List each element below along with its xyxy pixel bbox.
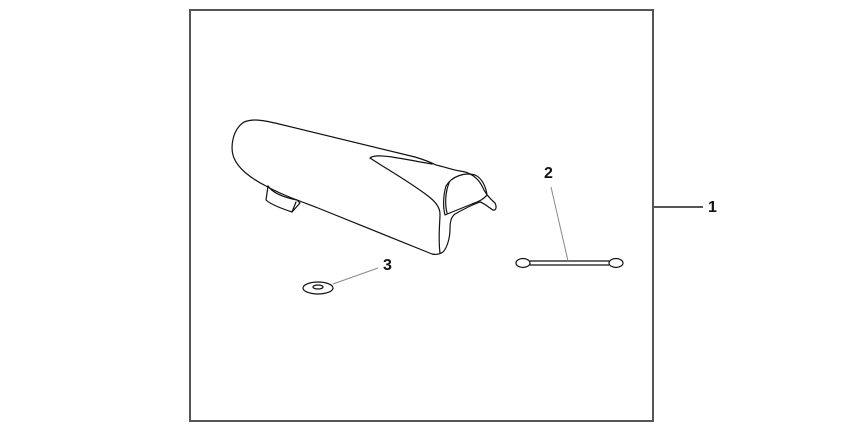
wire-part: [515, 257, 624, 269]
leader-lines: [332, 186, 703, 285]
callout-label-1: 1: [708, 199, 717, 216]
seat-cowl-part: [231, 119, 497, 255]
callout-label-2: 2: [544, 165, 553, 182]
diagram-frame: [189, 9, 654, 422]
washer-part: [302, 281, 334, 295]
callout-label-3: 3: [383, 257, 392, 274]
leader-line-3: [332, 267, 379, 285]
leader-line-2: [550, 186, 569, 262]
